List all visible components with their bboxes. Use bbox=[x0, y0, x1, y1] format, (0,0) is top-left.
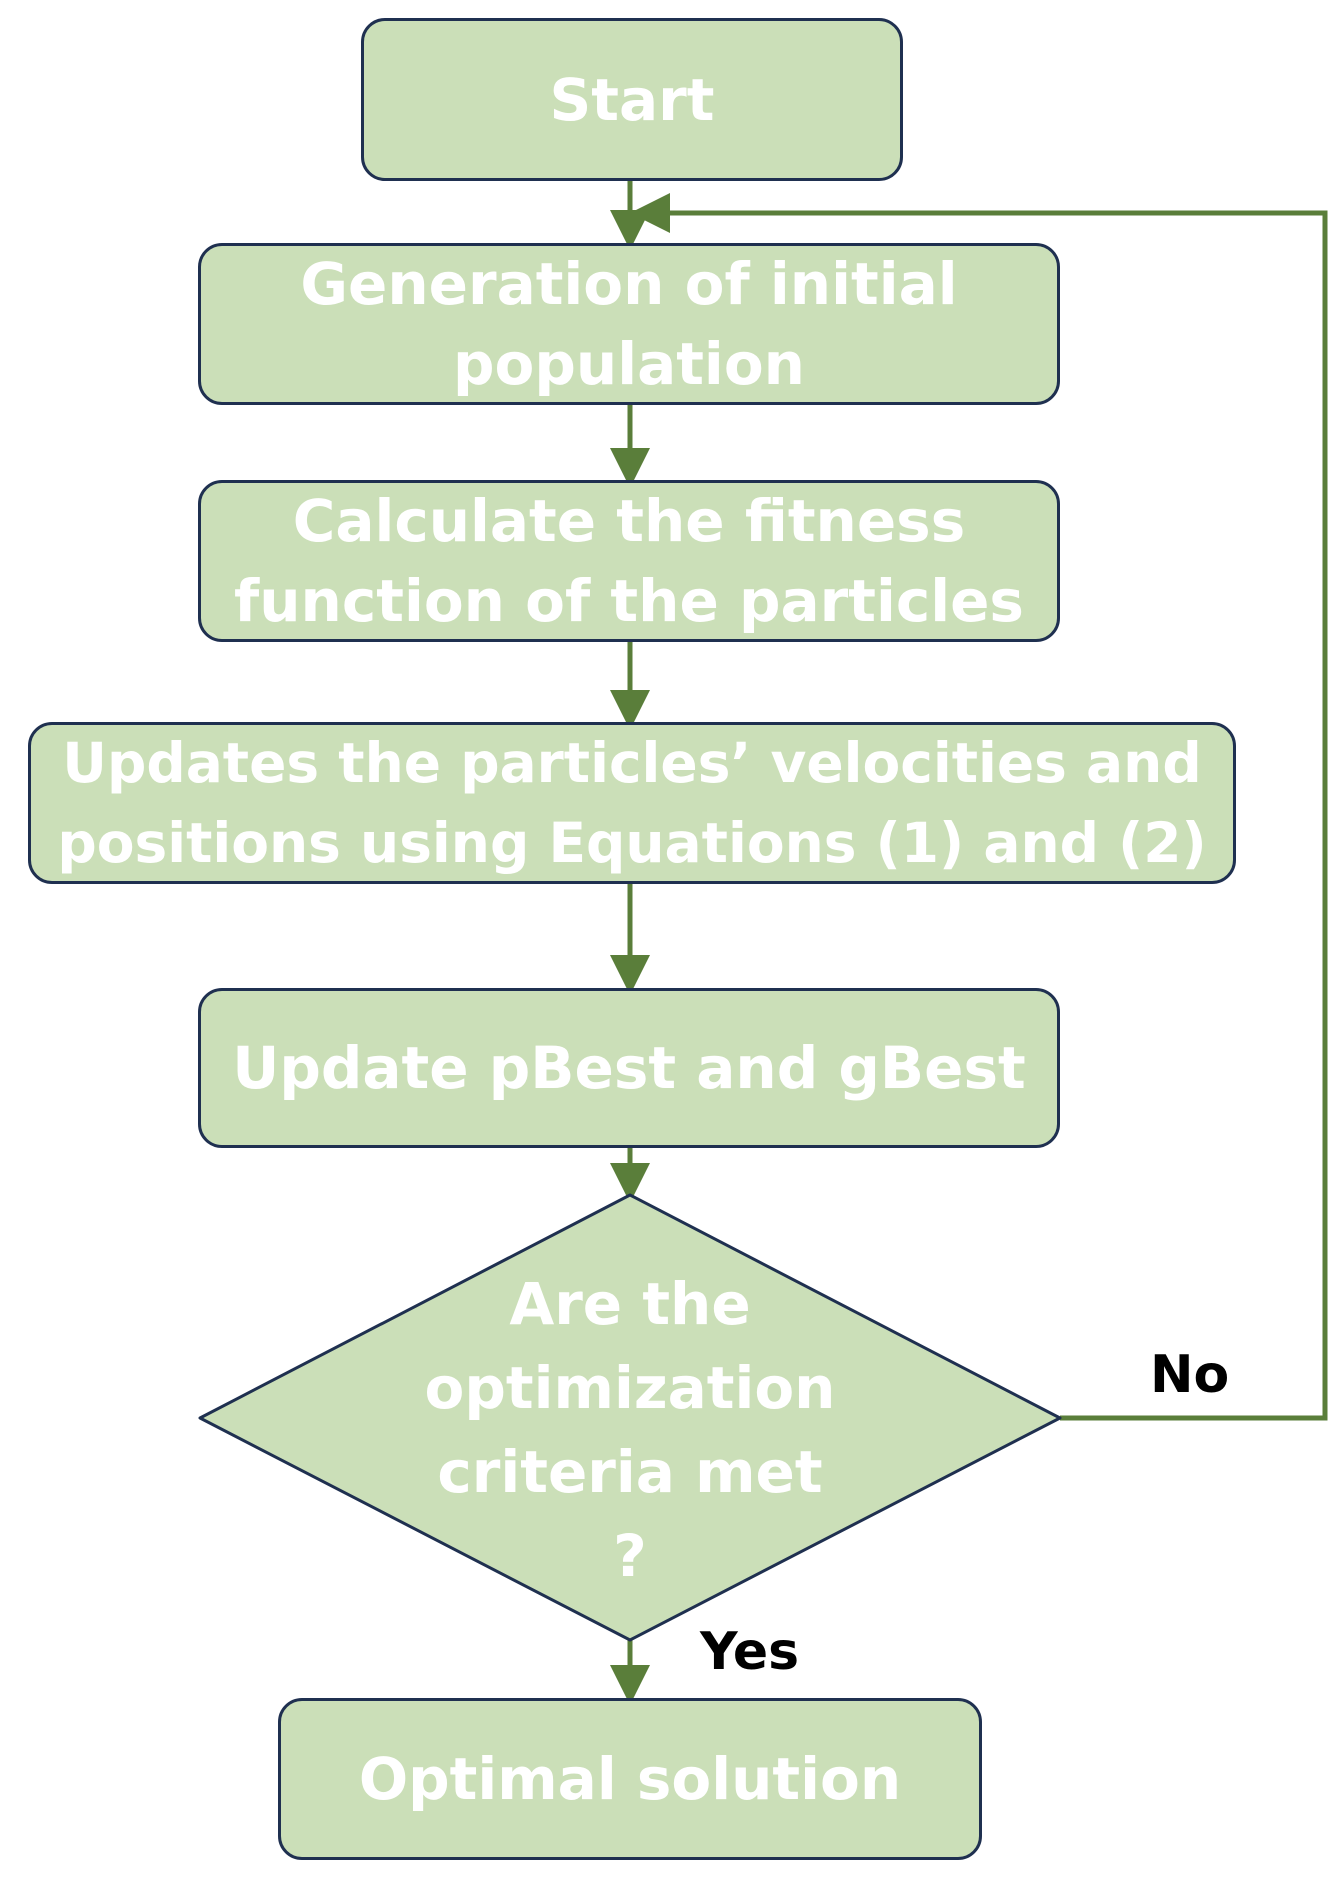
decision-line-1: Are the bbox=[509, 1270, 751, 1338]
fitness-line-1: Calculate the fitness bbox=[292, 487, 966, 555]
init-population-line-2: population bbox=[453, 330, 805, 398]
decision-line-3: criteria met bbox=[437, 1438, 823, 1506]
update-velocities-node: Updates the particles’ velocities and po… bbox=[28, 722, 1236, 884]
update-velocities-line-1: Updates the particles’ velocities and bbox=[62, 731, 1202, 795]
no-label: No bbox=[1150, 1345, 1230, 1405]
decision-line-2: optimization bbox=[424, 1354, 836, 1422]
start-node: Start bbox=[361, 18, 903, 181]
update-velocities-line-2: positions using Equations (1) and (2) bbox=[57, 811, 1207, 875]
fitness-node: Calculate the fitness function of the pa… bbox=[198, 480, 1060, 642]
decision-diamond bbox=[198, 1193, 1062, 1642]
optimal-node: Optimal solution bbox=[278, 1698, 982, 1860]
yes-label: Yes bbox=[700, 1622, 800, 1682]
fitness-line-2: function of the particles bbox=[234, 567, 1024, 635]
init-population-node: Generation of initial population bbox=[198, 243, 1060, 405]
decision-text: Are the optimization criteria met ? bbox=[330, 1262, 930, 1598]
optimal-label: Optimal solution bbox=[358, 1745, 902, 1813]
decision-line-4: ? bbox=[613, 1522, 647, 1590]
arrow-decision-no-loop bbox=[630, 193, 1328, 1421]
init-population-line-1: Generation of initial bbox=[300, 250, 958, 318]
update-best-node: Update pBest and gBest bbox=[198, 988, 1060, 1148]
start-node-label: Start bbox=[549, 65, 715, 134]
update-best-label: Update pBest and gBest bbox=[232, 1034, 1026, 1102]
